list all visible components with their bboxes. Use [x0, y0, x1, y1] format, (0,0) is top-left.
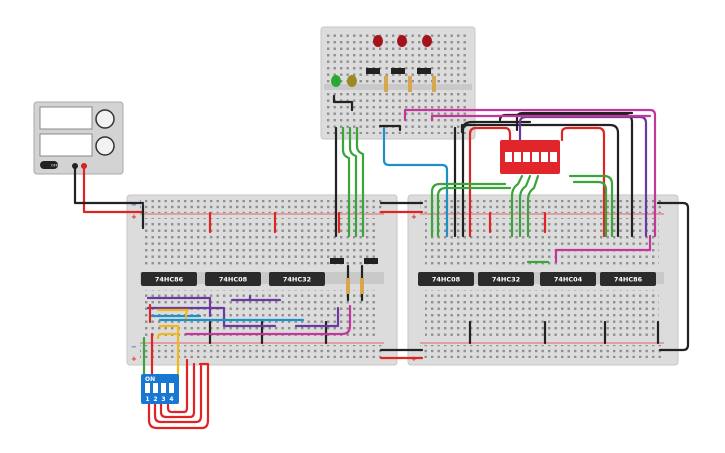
top-breadboard [320, 26, 476, 140]
chip-label: 74HC08 [432, 276, 461, 284]
resistor[interactable] [346, 278, 350, 294]
chip-label: 74HC08 [219, 276, 248, 284]
dip-number: 4 [169, 396, 173, 403]
red-led-1[interactable] [373, 35, 383, 47]
black-wire-right-loop[interactable] [656, 201, 690, 352]
power-button-label: OFF [51, 164, 58, 168]
dip-number: 2 [153, 396, 157, 403]
resistor[interactable] [432, 76, 436, 92]
rail-minus-label: − [131, 201, 137, 209]
rail-plus-label-bottom: + [131, 355, 137, 363]
chip-left-1[interactable]: 74HC86 [141, 272, 197, 286]
voltage-knob[interactable] [95, 109, 115, 129]
resistor[interactable] [408, 76, 412, 92]
chip-right-3[interactable]: 74HC04 [540, 272, 596, 286]
rail-plus-label: + [131, 213, 137, 221]
black-wire-supply[interactable] [73, 164, 145, 205]
dip-number: 1 [145, 396, 149, 403]
chip-label: 74HC32 [492, 276, 520, 284]
red-led-3[interactable] [422, 35, 432, 47]
dip-on-label: ON [145, 376, 155, 383]
red-wire-supply[interactable] [82, 164, 145, 214]
current-knob[interactable] [95, 136, 115, 156]
chip-label: 74HC32 [283, 276, 311, 284]
chip-label: 74HC04 [554, 276, 583, 284]
resistors-top [366, 68, 436, 92]
green-led[interactable] [331, 75, 341, 87]
chip-left-3[interactable]: 74HC32 [269, 272, 325, 286]
chip-right-2[interactable]: 74HC32 [478, 272, 534, 286]
rail-plus-label-right: + [411, 213, 417, 221]
chip-right-1[interactable]: 74HC08 [418, 272, 474, 286]
voltage-display [39, 106, 93, 130]
chip-label: 74HC86 [155, 276, 184, 284]
current-display [39, 133, 93, 157]
rail-minus-label-bottom: − [131, 343, 137, 351]
leds [331, 35, 432, 87]
resistor[interactable] [360, 278, 364, 294]
power-button[interactable] [40, 161, 58, 169]
blue-wire-top[interactable] [382, 126, 449, 238]
resistor[interactable] [384, 76, 388, 92]
chip-label: 74HC86 [614, 276, 643, 284]
red-dip-switch[interactable] [500, 140, 560, 174]
dip-number: 3 [161, 396, 165, 403]
red-led-2[interactable] [397, 35, 407, 47]
blue-dip-switch[interactable]: ON 1 2 3 4 [141, 374, 179, 404]
chip-right-4[interactable]: 74HC86 [600, 272, 656, 286]
power-supply: OFF [33, 101, 124, 175]
resistors-left-board [330, 258, 378, 294]
chip-left-2[interactable]: 74HC08 [205, 272, 261, 286]
yellow-led[interactable] [347, 75, 357, 87]
wires [73, 94, 690, 430]
